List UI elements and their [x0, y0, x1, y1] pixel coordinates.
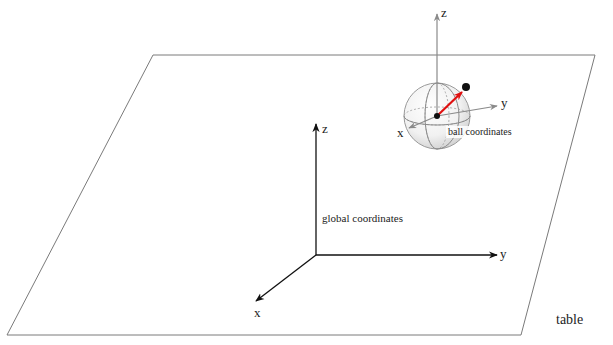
surface-point	[462, 83, 470, 91]
global-axes	[256, 124, 497, 301]
axis-label: z	[322, 122, 328, 135]
axis-label: x	[254, 306, 261, 319]
table-surface	[7, 55, 595, 335]
table-label: table	[556, 313, 583, 327]
axis-label: z	[441, 6, 447, 19]
axis-label: y	[500, 247, 507, 260]
axis-label: y	[501, 96, 508, 109]
ball-axes	[409, 14, 497, 128]
system-label: global coordinates	[322, 213, 403, 224]
system-label: ball coordinates	[446, 126, 514, 138]
axis-label: x	[397, 126, 404, 139]
direction-arrow	[437, 92, 462, 116]
ball-center	[434, 113, 440, 119]
